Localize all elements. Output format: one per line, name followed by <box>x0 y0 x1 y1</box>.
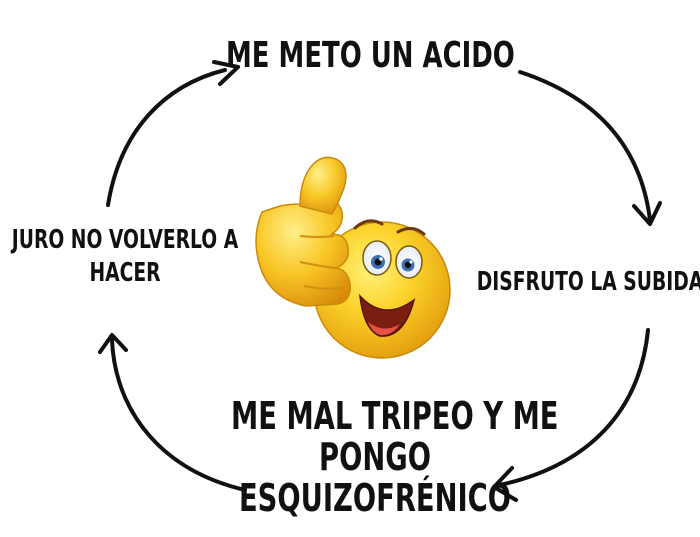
step-label-right: DISFRUTO LA SUBIDA <box>475 267 700 297</box>
step-label-left-line-2: HACER <box>89 257 161 288</box>
arrow-top-to-right <box>518 70 662 226</box>
step-label-bottom: ME MAL TRIPEO Y ME PONGO ESQUIZOFRÉNICO <box>231 394 559 521</box>
step-label-top: ME METO UN ACIDO <box>226 35 515 76</box>
step-label-top-text: ME METO UN ACIDO <box>226 35 515 76</box>
thumbs-up-smiley-icon <box>255 156 451 359</box>
step-label-bottom-line-1: ME MAL TRIPEO Y ME <box>231 394 559 438</box>
arrow-left-to-top <box>106 60 240 207</box>
step-label-left-line-1: JURO NO VOLVERLO A <box>11 225 239 255</box>
step-label-bottom-line-2: PONGO <box>319 435 431 480</box>
arrow-right-to-bottom <box>492 328 650 502</box>
step-label-bottom-line-3: ESQUIZOFRÉNICO <box>238 476 512 521</box>
step-label-left: JURO NO VOLVERLO A HACER <box>6 224 244 289</box>
arrow-bottom-to-left <box>98 333 247 492</box>
step-label-right-text: DISFRUTO LA SUBIDA <box>476 267 700 297</box>
